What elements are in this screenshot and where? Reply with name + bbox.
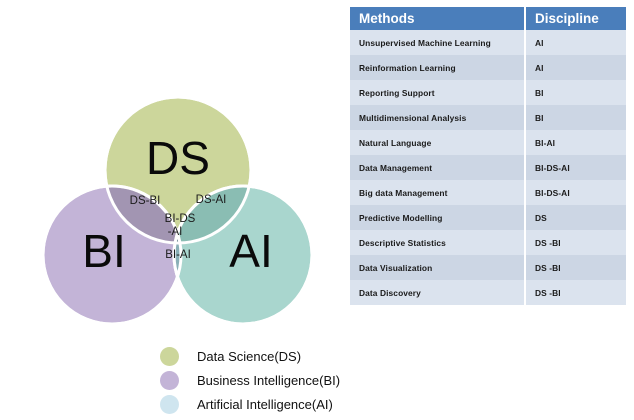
cell-discipline: DS -BI: [524, 230, 626, 255]
table-header: Methods Discipline: [350, 7, 626, 30]
methods-discipline-table: Methods Discipline Unsupervised Machine …: [350, 7, 626, 305]
cell-discipline: BI-AI: [524, 130, 626, 155]
legend-swatch-ds-icon: [160, 346, 179, 366]
venn-intersection-label-ds-bi: DS-BI: [130, 195, 161, 207]
cell-method: Data Discovery: [350, 280, 525, 305]
legend-item-ds: Data Science(DS): [160, 344, 340, 368]
cell-discipline: DS: [524, 205, 626, 230]
venn-label-bi: BI: [82, 225, 125, 277]
table-header-row: Methods Discipline: [350, 7, 626, 30]
cell-discipline: DS -BI: [524, 255, 626, 280]
cell-method: Reporting Support: [350, 80, 525, 105]
cell-discipline: AI: [524, 55, 626, 80]
venn-intersection-label-bi-ds-ai-top: BI-DS: [165, 213, 196, 225]
cell-discipline: DS -BI: [524, 280, 626, 305]
venn-intersection-label-ds-ai: DS-AI: [196, 194, 227, 206]
cell-discipline: BI: [524, 105, 626, 130]
legend-swatch-ai-icon: [160, 394, 179, 414]
venn-intersection-label-bi-ai: BI-AI: [165, 249, 191, 261]
venn-outline-ds: [103, 95, 253, 245]
cell-method: Natural Language: [350, 130, 525, 155]
cell-method: Data Visualization: [350, 255, 525, 280]
legend-item-ai: Artificial Intelligence(AI): [160, 392, 340, 416]
column-header-discipline: Discipline: [524, 7, 626, 30]
legend-label-bi: Business Intelligence(BI): [197, 372, 341, 388]
venn-diagram-panel: DS BI AI DS-BI DS-AI BI-DS -AI BI-AI: [41, 95, 314, 326]
venn-label-ds: DS: [146, 132, 210, 184]
cell-method: Multidimensional Analysis: [350, 105, 525, 130]
cell-method: Reinformation Learning: [350, 55, 525, 80]
venn-label-ai: AI: [229, 225, 272, 277]
cell-method: Descriptive Statistics: [350, 230, 525, 255]
venn-outline-ai: [172, 184, 314, 326]
cell-discipline: BI: [524, 80, 626, 105]
cell-method: Big data Management: [350, 180, 525, 205]
cell-discipline: BI-DS-AI: [524, 155, 626, 180]
cell-discipline: AI: [524, 30, 626, 55]
venn-diagram-svg: DS BI AI DS-BI DS-AI BI-DS -AI BI-AI: [41, 95, 314, 326]
venn-outline-bi: [41, 184, 183, 326]
venn-legend: Data Science(DS) Business Intelligence(B…: [160, 344, 340, 416]
venn-overlap-ds-bi: [105, 186, 181, 243]
cell-discipline: BI-DS-AI: [524, 180, 626, 205]
column-header-methods: Methods: [350, 7, 525, 30]
cell-method: Predictive Modelling: [350, 205, 525, 230]
legend-swatch-bi-icon: [160, 370, 179, 390]
venn-overlap-ds-ai: [174, 186, 251, 243]
cell-method: Unsupervised Machine Learning: [350, 30, 525, 55]
legend-label-ai: Artificial Intelligence(AI): [197, 396, 333, 412]
cell-method: Data Management: [350, 155, 525, 180]
legend-label-ds: Data Science(DS): [197, 348, 302, 364]
legend-item-bi: Business Intelligence(BI): [160, 368, 340, 392]
venn-intersection-label-bi-ds-ai-bottom: -AI: [168, 226, 183, 238]
